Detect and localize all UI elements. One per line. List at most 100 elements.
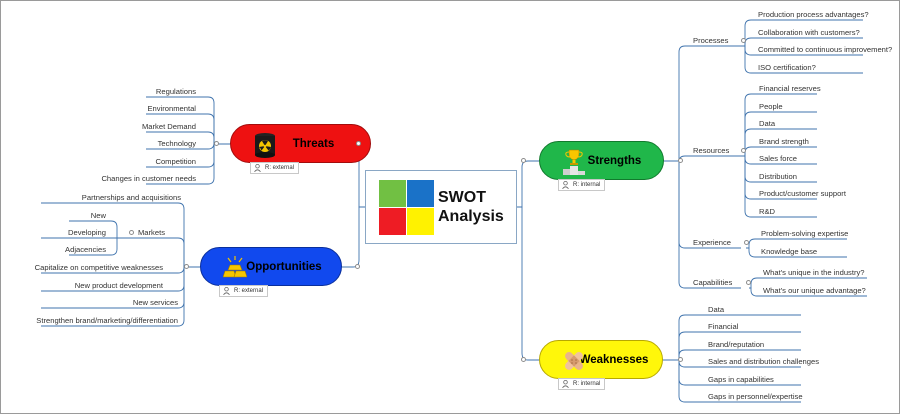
experience-item[interactable]: Problem-solving expertise xyxy=(761,229,849,238)
processes-item[interactable]: Production process advantages? xyxy=(758,10,869,19)
collapse-toggle-strengths[interactable] xyxy=(521,158,526,163)
threats-node[interactable]: Threats xyxy=(230,124,371,163)
strengths-node[interactable]: Strengths xyxy=(539,141,664,180)
central-title-line2: Analysis xyxy=(438,208,504,225)
resources-item[interactable]: Sales force xyxy=(759,154,797,163)
bandage-icon xyxy=(565,352,583,370)
opportunities-item[interactable]: New product development xyxy=(74,281,163,290)
collapse-toggle-weakness-leaves[interactable] xyxy=(678,357,683,362)
weaknesses-node[interactable]: Weaknesses xyxy=(539,340,663,379)
opportunities-item[interactable]: New services xyxy=(132,298,178,307)
capabilities-item[interactable]: What's our unique advantage? xyxy=(763,286,866,295)
strengths-group-processes[interactable]: Processes xyxy=(693,36,729,45)
threats-label: Threats xyxy=(292,137,335,150)
opportunities-node[interactable]: Opportunities xyxy=(200,247,342,286)
resources-item[interactable]: Financial reserves xyxy=(759,84,821,93)
radioactive-barrel-icon xyxy=(255,133,275,158)
connector-line xyxy=(741,146,817,157)
swot-logo-yellow xyxy=(407,208,434,235)
swot-logo-green xyxy=(379,180,406,207)
threats-item[interactable]: Technology xyxy=(157,139,196,148)
threats-item[interactable]: Changes in customer needs xyxy=(101,174,196,183)
central-topic[interactable]: SWOT Analysis xyxy=(365,170,517,244)
threats-item[interactable]: Environmental xyxy=(147,104,196,113)
collapse-toggle-strength-groups[interactable] xyxy=(678,158,683,163)
connector-line xyxy=(746,238,847,249)
collapse-toggle-markets[interactable] xyxy=(129,230,134,235)
connector-line xyxy=(741,111,817,157)
strengths-label: Strengths xyxy=(587,154,642,167)
connector-line xyxy=(664,45,741,162)
markets-subitem[interactable]: Adjacencies xyxy=(65,245,106,254)
opportunities-item[interactable]: Strengthen brand/marketing/differentiati… xyxy=(36,316,178,325)
threats-item[interactable]: Regulations xyxy=(155,87,196,96)
opportunities-item[interactable]: Capitalize on competitive weaknesses xyxy=(34,263,163,272)
connector-line xyxy=(749,277,867,289)
resources-item[interactable]: R&D xyxy=(759,207,776,216)
processes-item[interactable]: ISO certification? xyxy=(758,63,816,72)
strengths-group-capabilities[interactable]: Capabilities xyxy=(693,278,733,287)
weaknesses-item[interactable]: Data xyxy=(708,305,725,314)
strengths-resource-tag: R: internal xyxy=(558,179,606,191)
person-icon xyxy=(254,164,261,172)
markets-subitem[interactable]: Developing xyxy=(68,228,106,237)
collapse-toggle-threats[interactable] xyxy=(356,141,361,146)
connector-line xyxy=(664,160,741,289)
connector-line xyxy=(663,331,801,361)
weaknesses-item[interactable]: Brand/reputation xyxy=(708,340,765,349)
connector-line xyxy=(41,237,200,268)
connector-line xyxy=(146,131,230,145)
collapse-toggle-experience[interactable] xyxy=(744,240,749,245)
connector-line xyxy=(146,142,230,150)
connector-line xyxy=(663,314,801,361)
connector-line xyxy=(663,359,801,403)
connector-line xyxy=(749,287,867,297)
experience-item[interactable]: Knowledge base xyxy=(761,247,818,256)
connector-line xyxy=(741,128,817,157)
collapse-toggle-resources[interactable] xyxy=(741,148,746,153)
connector-line xyxy=(41,202,200,268)
connector-line xyxy=(146,113,230,145)
collapse-toggle-processes[interactable] xyxy=(741,38,746,43)
markets-subitem[interactable]: New xyxy=(90,211,106,220)
opportunities-label: Opportunities xyxy=(246,260,322,273)
trophy-podium-icon xyxy=(563,149,585,175)
collapse-toggle-capabilities[interactable] xyxy=(746,280,751,285)
weaknesses-item[interactable]: Sales and distribution challenges xyxy=(708,357,820,366)
collapse-toggle-weaknesses[interactable] xyxy=(521,357,526,362)
resources-item[interactable]: People xyxy=(759,102,783,111)
weaknesses-tag-text: R: internal xyxy=(573,381,601,387)
connector-line xyxy=(741,19,863,47)
threats-item[interactable]: Competition xyxy=(155,157,196,166)
resources-item[interactable]: Data xyxy=(759,119,776,128)
connector-line xyxy=(746,247,847,258)
threats-resource-tag: R: external xyxy=(250,162,300,174)
strengths-group-experience[interactable]: Experience xyxy=(693,238,731,247)
weaknesses-item[interactable]: Gaps in personnel/expertise xyxy=(708,392,803,401)
weaknesses-resource-tag: R: internal xyxy=(558,378,606,390)
strengths-group-resources[interactable]: Resources xyxy=(693,146,730,155)
opportunities-tag-text: R: external xyxy=(234,288,264,294)
connector-line xyxy=(146,143,230,185)
resources-item[interactable]: Brand strength xyxy=(759,137,809,146)
opportunities-item[interactable]: Partnerships and acquisitions xyxy=(81,193,181,202)
connector-line xyxy=(69,220,132,239)
central-title: SWOT Analysis xyxy=(438,188,504,226)
resources-item[interactable]: Distribution xyxy=(759,172,797,181)
connector-line xyxy=(517,160,539,208)
threats-item[interactable]: Market Demand xyxy=(141,122,196,131)
weaknesses-item[interactable]: Gaps in capabilities xyxy=(708,375,774,384)
weaknesses-item[interactable]: Financial xyxy=(708,322,739,331)
connector-line xyxy=(41,266,200,327)
processes-item[interactable]: Committed to continuous improvement? xyxy=(758,45,893,54)
person-icon xyxy=(562,181,569,189)
connector-line xyxy=(741,37,863,47)
opportunities-item[interactable]: Markets xyxy=(137,228,165,237)
collapse-toggle-opportunities[interactable] xyxy=(355,264,360,269)
collapse-toggle-threat-leaves[interactable] xyxy=(214,141,219,146)
processes-item[interactable]: Collaboration with customers? xyxy=(758,28,860,37)
capabilities-item[interactable]: What's unique in the industry? xyxy=(763,268,865,277)
threats-tag-text: R: external xyxy=(265,165,295,171)
resources-item[interactable]: Product/customer support xyxy=(759,189,846,198)
collapse-toggle-opportunity-leaves[interactable] xyxy=(184,264,189,269)
